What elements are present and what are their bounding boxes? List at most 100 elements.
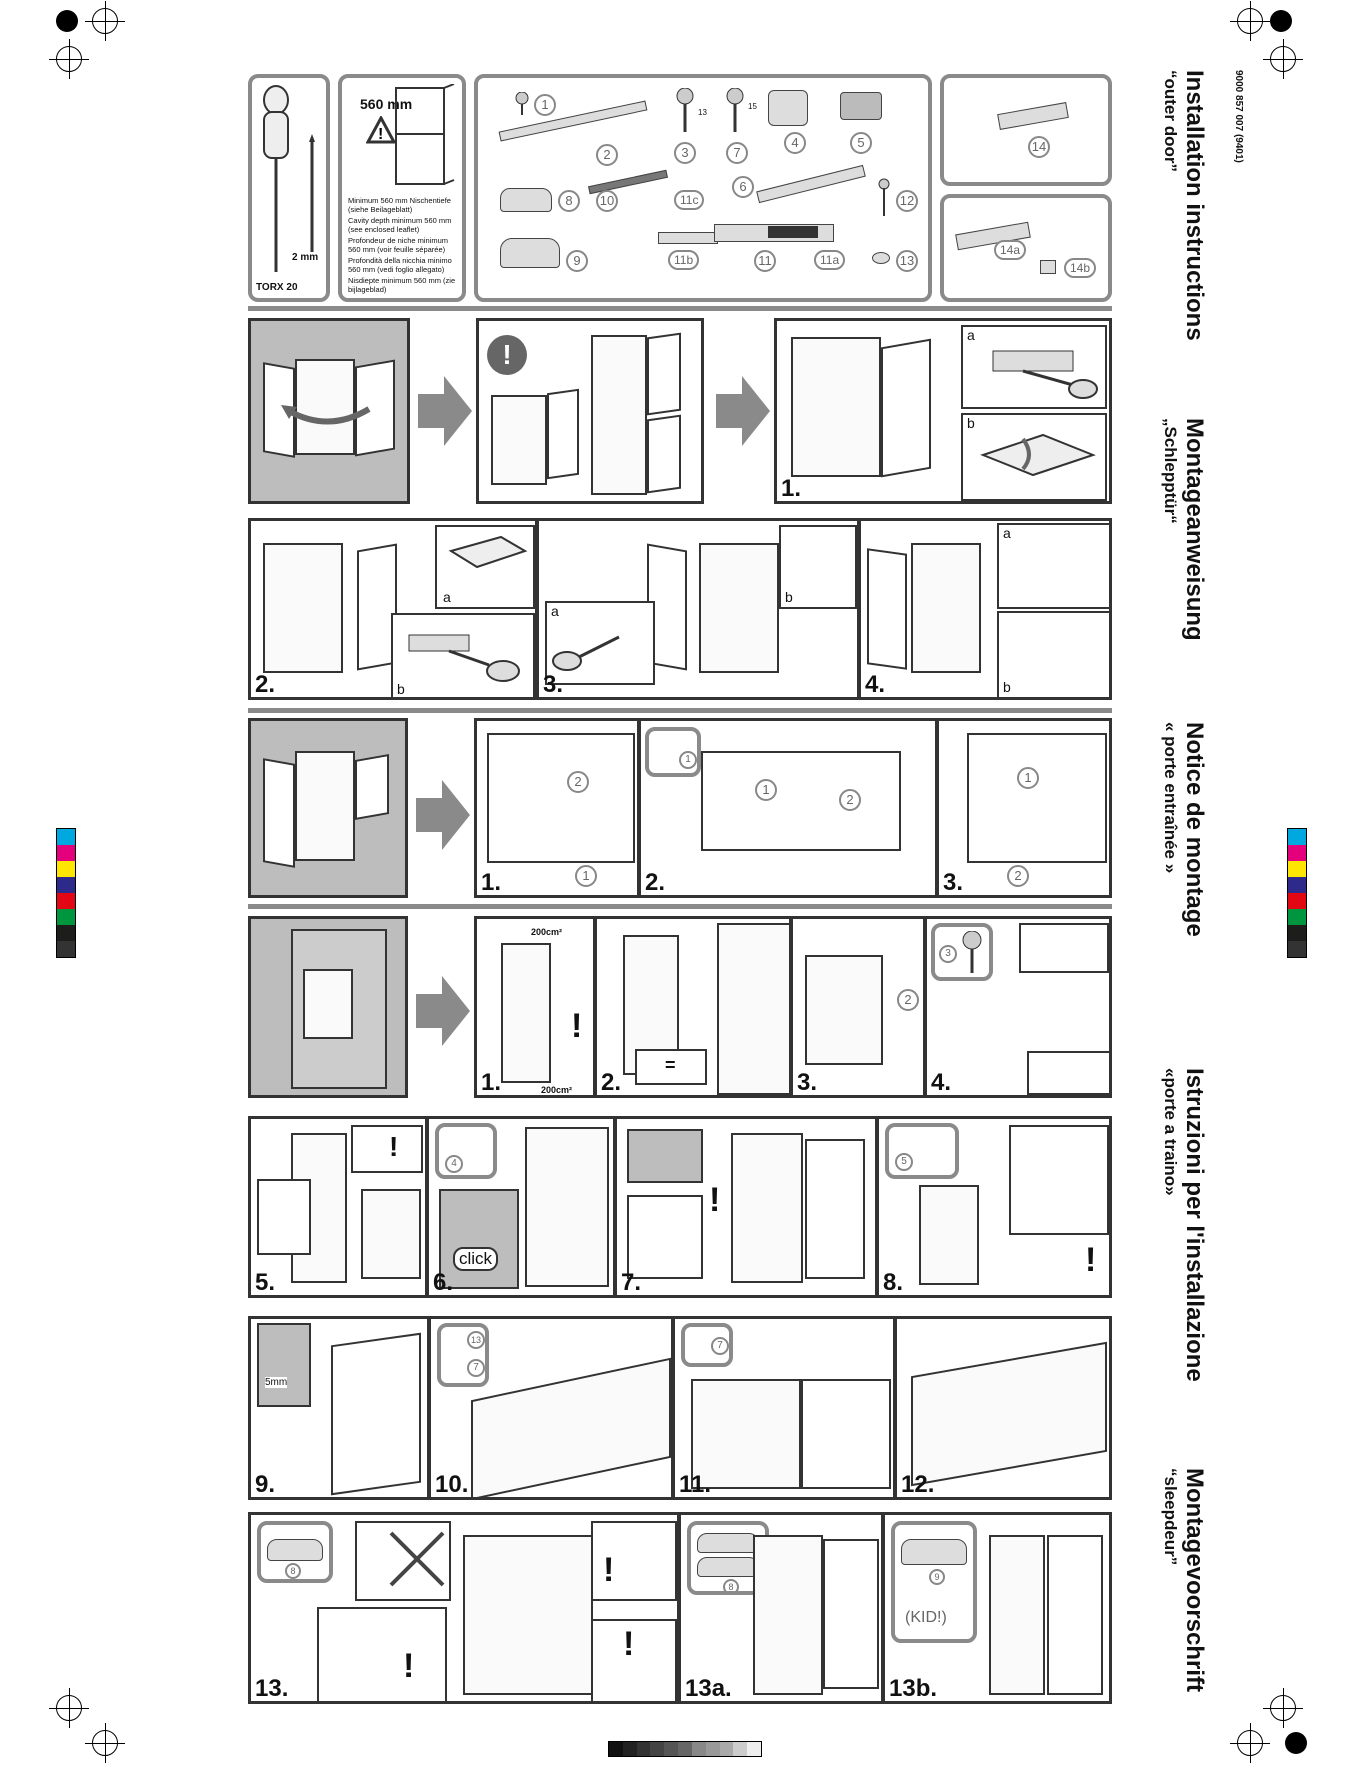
fridge-door-drawing xyxy=(805,1139,865,1279)
callout-1: 1 xyxy=(755,779,777,801)
part-label-7: 7 xyxy=(726,142,748,164)
step13a-panel: 8 13a. xyxy=(678,1512,884,1704)
fridge-drawing xyxy=(699,543,779,673)
bracket-detail xyxy=(1009,1125,1109,1235)
cable-detail xyxy=(257,1179,311,1255)
part-14ab-panel: 14a 14b xyxy=(940,194,1112,302)
fridge-drawing xyxy=(295,751,355,861)
exclamation-icon: ! xyxy=(571,1007,583,1045)
fridge-drawing xyxy=(263,543,343,673)
exclamation-icon: ! xyxy=(1085,1241,1097,1279)
step-number: 13a. xyxy=(685,1675,732,1702)
swing-arrow-icon xyxy=(281,405,371,425)
registration-dot-icon xyxy=(1285,1732,1307,1754)
intro-door-gray-panel xyxy=(248,318,410,504)
fr-step3-panel: 1 2 3. xyxy=(936,718,1112,898)
handle-part xyxy=(901,1539,967,1565)
part-14-panel: 14 xyxy=(940,74,1112,186)
fridge-door-drawing xyxy=(881,338,931,478)
detail-a: a xyxy=(997,523,1109,609)
callout-1: 1 xyxy=(575,865,597,887)
subtitle-nl: “sleepdeur” xyxy=(1161,1468,1180,1566)
callout-8: 8 xyxy=(723,1579,739,1591)
cross-icon xyxy=(389,1531,445,1587)
fridge-drawing xyxy=(989,1535,1045,1695)
part-label-1: 1 xyxy=(534,94,556,116)
parts-panel: 1 2 13 3 15 7 4 5 8 10 11c 6 12 9 11b 11… xyxy=(474,74,932,302)
sub-label-a: a xyxy=(443,589,451,605)
separator xyxy=(248,708,1112,713)
callout-7: 7 xyxy=(467,1359,485,1377)
fridge-drawing xyxy=(361,1189,421,1279)
svg-text:!: ! xyxy=(378,126,383,143)
screw-icon xyxy=(676,88,694,132)
arrow-right-icon xyxy=(418,376,472,446)
sub-label-b: b xyxy=(1003,679,1011,695)
handle-part xyxy=(267,1539,323,1561)
step-number: 1. xyxy=(781,475,802,502)
part-11-code xyxy=(768,226,818,238)
part-label-2: 2 xyxy=(596,144,618,166)
step-number: 6. xyxy=(433,1269,454,1296)
niche-note-de: Minimum 560 mm Nischentiefe (siehe Beila… xyxy=(348,196,451,214)
detail-bottom xyxy=(1027,1051,1109,1095)
registration-dot-icon xyxy=(1270,10,1292,32)
step-number: 2. xyxy=(645,869,666,896)
part-rail-6 xyxy=(756,164,866,204)
step-number: 5. xyxy=(255,1269,276,1296)
exclamation-icon: ! xyxy=(603,1551,615,1589)
detail-a: a xyxy=(545,601,655,685)
fridge-drawing xyxy=(791,337,881,477)
title-it: Istruzioni per l'installazione xyxy=(1181,1068,1208,1382)
part-label-5: 5 xyxy=(850,132,872,154)
fridge-drawing xyxy=(303,969,353,1039)
handle-part xyxy=(697,1557,759,1577)
hinge-detail-bottom: ! xyxy=(591,1619,677,1701)
callout-3: 3 xyxy=(939,945,957,963)
niche-panel: 560 mm ! Minimum 560 mm Nischentiefe (si… xyxy=(338,74,466,302)
door-swap-gray-panel xyxy=(248,718,408,898)
registration-mark-icon xyxy=(49,1688,89,1728)
arrow-right-icon xyxy=(716,376,770,446)
subtitle-fr: « porte entraînée » xyxy=(1161,722,1180,874)
callout-8: 8 xyxy=(285,1563,301,1579)
screw-icon xyxy=(515,92,529,115)
hinge-icon xyxy=(980,433,1096,477)
registration-mark-icon xyxy=(49,39,89,79)
registration-mark-icon xyxy=(1230,1723,1270,1763)
step8-panel: 5 ! 8. xyxy=(876,1116,1112,1298)
fridge-door-drawing xyxy=(331,1332,421,1496)
subtitle-it: «porte a traino» xyxy=(1161,1068,1180,1196)
cabinet-gray-panel xyxy=(248,916,408,1098)
torx-label: TORX 20 xyxy=(256,282,298,293)
step4-panel: a b 4. xyxy=(858,518,1112,700)
part-13-cap xyxy=(872,252,890,264)
part-label-8: 8 xyxy=(558,190,580,212)
click-detail: click xyxy=(439,1189,519,1289)
detail-b: b xyxy=(779,525,857,609)
registration-mark-icon xyxy=(85,1723,125,1763)
vent-bottom-label: 200cm² xyxy=(541,1085,573,1095)
niche-drawing xyxy=(501,943,551,1083)
registration-dot-icon xyxy=(56,10,78,32)
fridge-door-drawing xyxy=(647,414,681,494)
callout-9: 9 xyxy=(929,1569,945,1585)
step7-panel: ! 7. xyxy=(614,1116,878,1298)
separator xyxy=(248,306,1112,311)
doc-code: 9000 857 007 (9401) xyxy=(1233,70,1244,163)
step5-panel: ! 5. xyxy=(248,1116,428,1298)
fridge-drawing xyxy=(491,395,547,485)
fr-step1-panel: 2 1 1. xyxy=(474,718,640,898)
click-label: click xyxy=(453,1247,499,1271)
part-label-11a: 11a xyxy=(814,250,846,270)
screw-icon xyxy=(962,931,982,973)
screwdriver-icon xyxy=(408,634,520,682)
fridge-corner-drawing xyxy=(691,1379,801,1489)
exclamation-icon: ! xyxy=(709,1181,721,1219)
gap-label: 5mm xyxy=(265,1377,288,1388)
part-label-11: 11 xyxy=(754,250,776,272)
cab-step4-panel: 3 4. xyxy=(924,916,1112,1098)
screw-callout-box: 7 xyxy=(681,1323,733,1367)
fridge-open-drawing xyxy=(731,1133,803,1283)
niche-note-it: Profondità della nicchia minimo 560 mm (… xyxy=(348,256,452,274)
